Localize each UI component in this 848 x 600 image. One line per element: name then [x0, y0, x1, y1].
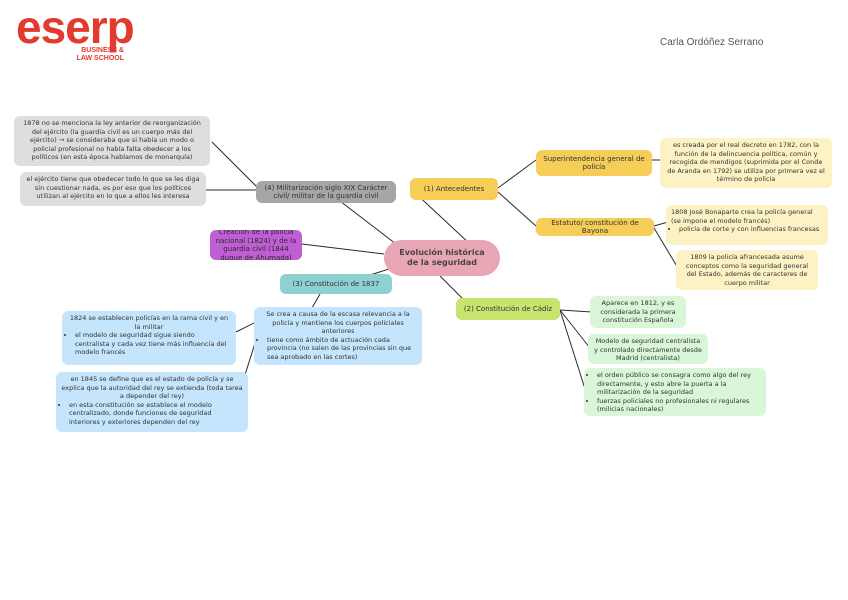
author-name: Carla Ordóñez Serrano — [660, 37, 764, 48]
superintendencia-node: Superintendencia general de policía — [536, 150, 652, 176]
central-topic: Evolución histórica de la seguridad — [384, 240, 500, 276]
c1837-left-2-text: en 1845 se define que es el estado de po… — [61, 375, 243, 400]
estatuto-note-1-text: 1808 José Bonaparte crea la policía gene… — [671, 208, 813, 225]
estatuto-note-2-text: 1809 la policía afrancesada asume concep… — [685, 253, 809, 287]
estatuto-note-1-list: policía de corte y con influencias franc… — [671, 225, 823, 234]
link-1837-main — [311, 293, 321, 309]
antecedentes-label: (1) Antecedentes — [423, 184, 485, 193]
cadiz-bullet-1: el orden público se consagra como algo d… — [597, 371, 761, 397]
superintendencia-note: es creada por el real decreto en 1782, c… — [660, 138, 832, 188]
c1837-left-note-1: 1824 se establecen policías en la rama c… — [62, 311, 236, 365]
militarizacion-node: (4) Militarización siglo XIX Carácter ci… — [256, 181, 396, 203]
militarizacion-note-1: 1878 no se menciona la ley anterior de r… — [14, 116, 210, 166]
link-cadiz-note-1 — [559, 309, 593, 313]
c1837-left-2-bullet: en esta constitución se establece el mod… — [69, 401, 243, 427]
logo-subtitle-line-1: BUSINESS & — [81, 47, 124, 54]
link-cadiz-note-3 — [559, 309, 587, 393]
militarizacion-note-2: el ejército tiene que obedecer todo lo q… — [20, 172, 206, 206]
c1837-main-text: Se crea a causa de la escasa relevancia … — [266, 310, 410, 335]
militarizacion-note-1-text: 1878 no se menciona la ley anterior de r… — [23, 119, 201, 161]
c1837-main-note: Se crea a causa de la escasa relevancia … — [254, 307, 422, 365]
estatuto-node: Estatuto/ constitución de Bayona — [536, 218, 654, 236]
link-center-purple — [301, 243, 385, 255]
link-antecedentes-estatuto — [497, 191, 537, 227]
militarizacion-note-2-text: el ejército tiene que obedecer todo lo q… — [26, 175, 200, 200]
link-antecedentes-superintendencia — [497, 159, 537, 189]
cadiz-note-2: Modelo de seguridad centralista y contro… — [588, 334, 708, 364]
estatuto-label: Estatuto/ constitución de Bayona — [551, 218, 639, 236]
estatuto-note-1-bullet: policía de corte y con influencias franc… — [679, 225, 823, 234]
cadiz-note-3: el orden público se consagra como algo d… — [584, 368, 766, 416]
eserp-logo: eserp — [16, 1, 135, 53]
c1837-main-list: tiene como ámbito de actuación cada prov… — [259, 336, 417, 362]
link-center-cadiz — [439, 275, 467, 303]
purple-label: Creación de la policía nacional (1824) y… — [215, 230, 297, 260]
c1837-left-1-list: el modelo de seguridad sigue siendo cent… — [67, 331, 231, 357]
link-estatuto-note-1 — [653, 221, 669, 227]
link-1837-left-1 — [235, 321, 257, 333]
c1837-node: (3) Constitución de 1837 — [280, 274, 392, 294]
c1837-main-bullet: tiene como ámbito de actuación cada prov… — [267, 336, 417, 362]
cadiz-note-1: Aparece en 1812, y es considerada la pri… — [590, 296, 686, 328]
c1837-left-2-list: en esta constitución se establece el mod… — [61, 401, 243, 427]
c1837-left-note-2: en 1845 se define que es el estado de po… — [56, 372, 248, 432]
logo-subtitle-line-2: LAW SCHOOL — [76, 55, 124, 62]
central-topic-label: Evolución histórica de la seguridad — [399, 248, 485, 267]
superintendencia-label: Superintendencia general de policía — [543, 154, 645, 172]
c1837-left-1-text: 1824 se establecen policías en la rama c… — [69, 314, 229, 331]
c1837-left-1-bullet: el modelo de seguridad sigue siendo cent… — [75, 331, 231, 357]
estatuto-note-1: 1808 José Bonaparte crea la policía gene… — [666, 205, 828, 245]
purple-node: Creación de la policía nacional (1824) y… — [210, 230, 302, 260]
superintendencia-note-text: es creada por el real decreto en 1782, c… — [667, 141, 825, 183]
link-cadiz-note-2 — [559, 309, 591, 349]
c1837-label: (3) Constitución de 1837 — [292, 279, 380, 288]
link-militarizacion-note-1 — [211, 141, 259, 189]
link-estatuto-note-2 — [653, 227, 679, 269]
cadiz-note-1-text: Aparece en 1812, y es considerada la pri… — [600, 299, 676, 324]
cadiz-node: (2) Constitución de Cádiz — [456, 298, 560, 320]
cadiz-note-3-list: el orden público se consagra como algo d… — [589, 371, 761, 414]
cadiz-bullet-2: fuerzas policiales no profesionales ni r… — [597, 397, 761, 414]
link-center-militarizacion — [335, 197, 397, 245]
cadiz-label: (2) Constitución de Cádiz — [463, 304, 553, 313]
cadiz-note-2-text: Modelo de seguridad centralista y contro… — [594, 337, 702, 362]
militarizacion-label: (4) Militarización siglo XIX Carácter ci… — [264, 183, 388, 201]
estatuto-note-2: 1809 la policía afrancesada asume concep… — [676, 250, 818, 290]
antecedentes-node: (1) Antecedentes — [410, 178, 498, 200]
logo-subtitle: BUSINESS & LAW SCHOOL — [56, 47, 124, 63]
